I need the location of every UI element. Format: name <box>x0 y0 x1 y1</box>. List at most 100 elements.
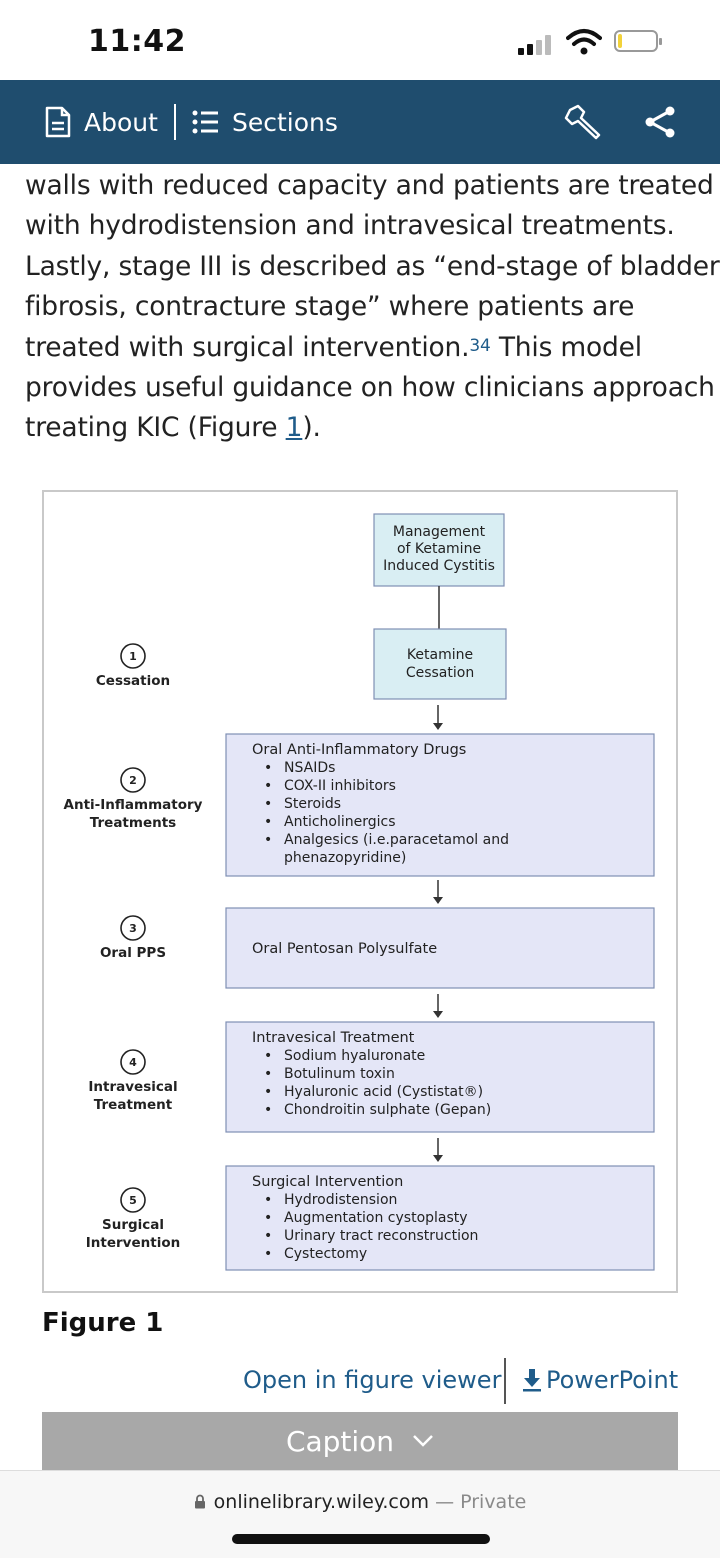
text-line: fibrosis, contracture stage” where patie… <box>25 291 635 323</box>
step-label: Treatment <box>94 1097 173 1113</box>
management-box-text: Induced Cystitis <box>383 558 495 574</box>
bullet-marker: • <box>264 1228 272 1244</box>
cellular-signal-icon <box>518 33 558 55</box>
text-segment: treating KIC (Figure <box>25 412 286 444</box>
sections-button[interactable]: Sections <box>192 80 338 164</box>
bullet-marker: • <box>264 1084 272 1100</box>
treatment-item: Cystectomy <box>284 1246 367 1262</box>
flow-arrow-head <box>433 1155 443 1162</box>
text-line: walls with reduced capacity and patients… <box>25 170 714 201</box>
treatment-item: phenazopyridine) <box>284 850 406 866</box>
home-indicator[interactable] <box>232 1534 490 1544</box>
step-label: Anti-Inflammatory <box>64 797 203 813</box>
treatment-box-heading: Oral Anti-Inflammatory Drugs <box>252 742 466 758</box>
treatment-item: Steroids <box>284 796 341 812</box>
nav-divider <box>174 104 176 140</box>
bullet-marker: • <box>264 1102 272 1118</box>
treatment-item: Chondroitin sulphate (Gepan) <box>284 1102 491 1118</box>
bullet-marker: • <box>264 796 272 812</box>
bullet-marker: • <box>264 1246 272 1262</box>
step-label: Surgical <box>102 1217 164 1233</box>
figure-1-link[interactable]: 1 <box>285 412 303 444</box>
treatment-item: Botulinum toxin <box>284 1066 395 1082</box>
step-number-badge <box>120 643 146 669</box>
browser-address-bar[interactable]: onlinelibrary.wiley.com — Private <box>0 1470 720 1558</box>
flow-arrow-head <box>433 1011 443 1018</box>
treatment-item: Anticholinergics <box>284 814 396 830</box>
treatment-item: Urinary tract reconstruction <box>284 1228 478 1244</box>
management-box-text: Management <box>393 524 486 540</box>
text-segment: ). <box>302 412 321 444</box>
step-label: Oral PPS <box>100 945 166 961</box>
treatment-item: NSAIDs <box>284 760 335 776</box>
url-display[interactable]: onlinelibrary.wiley.com — Private <box>0 1491 720 1513</box>
download-icon <box>523 1369 541 1392</box>
text-segment: This model <box>490 331 642 363</box>
treatment-box <box>225 1021 655 1133</box>
share-icon[interactable] <box>642 104 678 140</box>
treatment-item: Augmentation cystoplasty <box>284 1210 468 1226</box>
treatment-box <box>225 733 655 877</box>
url-domain: onlinelibrary.wiley.com <box>213 1491 430 1513</box>
bullet-marker: • <box>264 1048 272 1064</box>
article-toolbar: About Sections <box>0 80 720 164</box>
step-number-badge <box>120 915 146 941</box>
step-number: 5 <box>129 1194 137 1207</box>
status-bar: 11:42 <box>0 0 720 80</box>
text-line: treating KIC (Figure 1). <box>25 408 695 448</box>
step-number-badge <box>120 1187 146 1213</box>
status-time: 11:42 <box>88 24 186 59</box>
figure-title: Figure 1 <box>42 1308 164 1338</box>
caption-toggle-button[interactable]: Caption <box>42 1412 678 1470</box>
text-line: treated with surgical intervention.34 Th… <box>25 328 695 368</box>
action-divider <box>504 1358 506 1404</box>
bullet-marker: • <box>264 814 272 830</box>
lock-icon <box>194 1494 205 1509</box>
text-line: Lastly, stage III is described as “end-s… <box>25 250 720 282</box>
step-number: 3 <box>129 922 137 935</box>
cessation-box-text: Ketamine <box>407 647 473 663</box>
treatment-box-heading: Oral Pentosan Polysulfate <box>252 941 437 957</box>
reference-link-34[interactable]: 34 <box>469 335 491 356</box>
management-box-text: of Ketamine <box>397 541 481 557</box>
flow-arrow-head <box>433 723 443 730</box>
step-number: 2 <box>129 774 137 787</box>
open-figure-viewer-link[interactable]: Open in figure viewer <box>243 1366 502 1394</box>
treatment-box-heading: Intravesical Treatment <box>252 1030 415 1046</box>
wrench-icon[interactable] <box>564 102 604 142</box>
list-icon <box>192 110 218 134</box>
battery-icon <box>614 30 662 52</box>
step-number-badge <box>120 767 146 793</box>
treatment-box <box>225 1165 655 1271</box>
step-number: 1 <box>129 650 137 663</box>
step-number: 4 <box>129 1056 137 1069</box>
step-label: Intervention <box>86 1235 180 1251</box>
step-number-badge <box>120 1049 146 1075</box>
step-label: Treatments <box>90 815 176 831</box>
about-label: About <box>84 107 158 137</box>
about-button[interactable]: About <box>44 80 158 164</box>
treatment-box <box>225 907 655 989</box>
treatment-box-heading: Surgical Intervention <box>252 1174 403 1190</box>
cessation-box-text: Cessation <box>406 665 474 681</box>
treatment-item: Analgesics (i.e.paracetamol and <box>284 832 509 848</box>
treatment-item: Hydrodistension <box>284 1192 397 1208</box>
caption-label: Caption <box>285 1424 395 1458</box>
flow-arrow-head <box>433 897 443 904</box>
sections-label: Sections <box>232 107 338 137</box>
bullet-marker: • <box>264 760 272 776</box>
powerpoint-download-link[interactable]: PowerPoint <box>522 1366 678 1394</box>
powerpoint-label: PowerPoint <box>546 1366 679 1394</box>
step-label: Cessation <box>96 673 170 689</box>
bullet-marker: • <box>264 1210 272 1226</box>
ketamine-cessation-box <box>373 628 507 700</box>
bullet-marker: • <box>264 1192 272 1208</box>
text-line: provides useful guidance on how clinicia… <box>25 372 715 404</box>
treatment-item: Sodium hyaluronate <box>284 1048 425 1064</box>
text-line: with hydrodistension and intravesical tr… <box>25 210 675 242</box>
chevron-down-icon <box>413 1435 433 1447</box>
step-label: Intravesical <box>88 1079 177 1095</box>
treatment-item: Hyaluronic acid (Cystistat®) <box>284 1084 483 1100</box>
